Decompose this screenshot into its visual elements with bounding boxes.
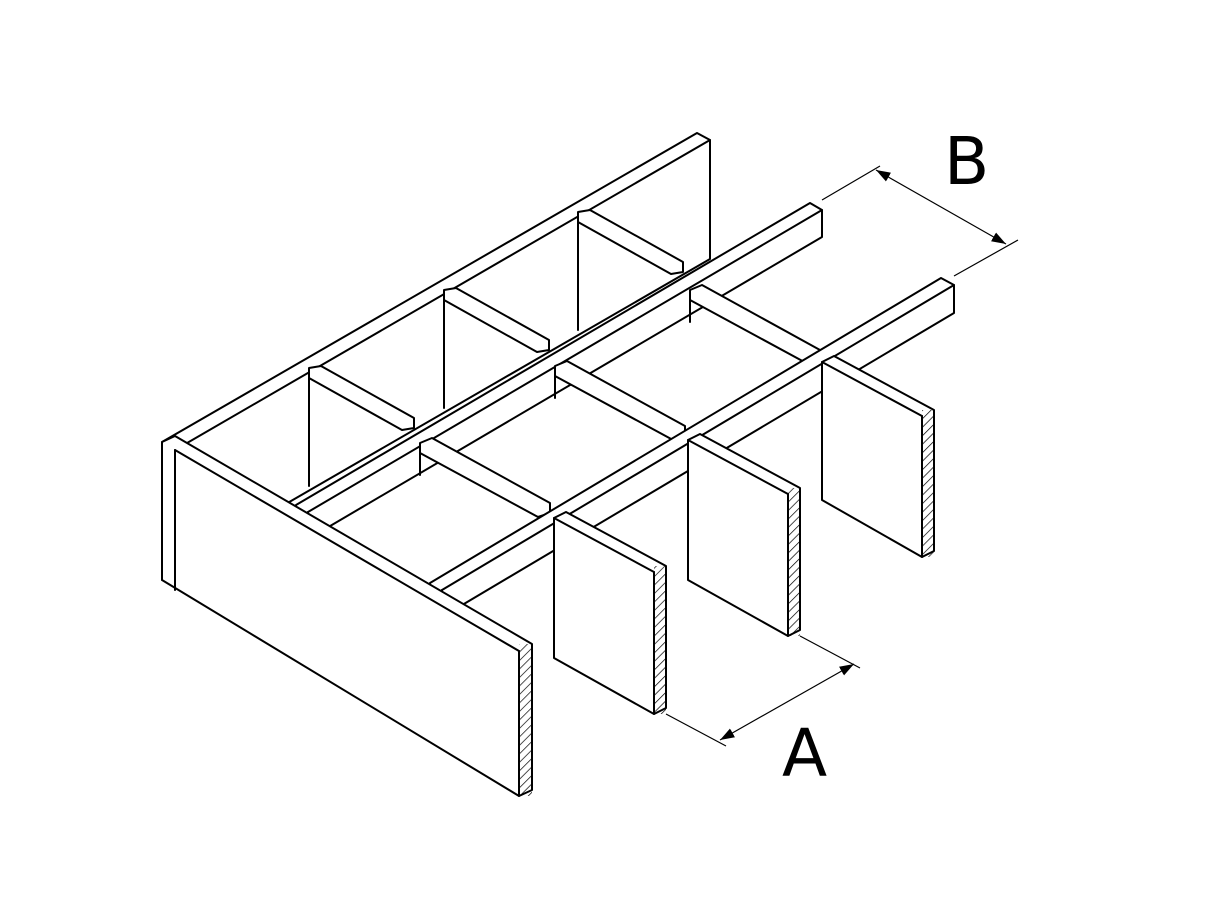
front-bearing-bar	[161, 435, 533, 797]
dimension-a-label: A	[782, 715, 827, 792]
cross-bars-back-row	[308, 209, 684, 487]
cross-bars-middle-row	[419, 284, 821, 518]
bearing-bar-2	[553, 511, 667, 715]
dimension-b-label: B	[944, 123, 989, 200]
bearing-bar-4	[821, 355, 935, 558]
dimension-a	[665, 635, 861, 747]
dimension-b	[821, 165, 1019, 277]
bearing-bar-3	[687, 433, 801, 637]
